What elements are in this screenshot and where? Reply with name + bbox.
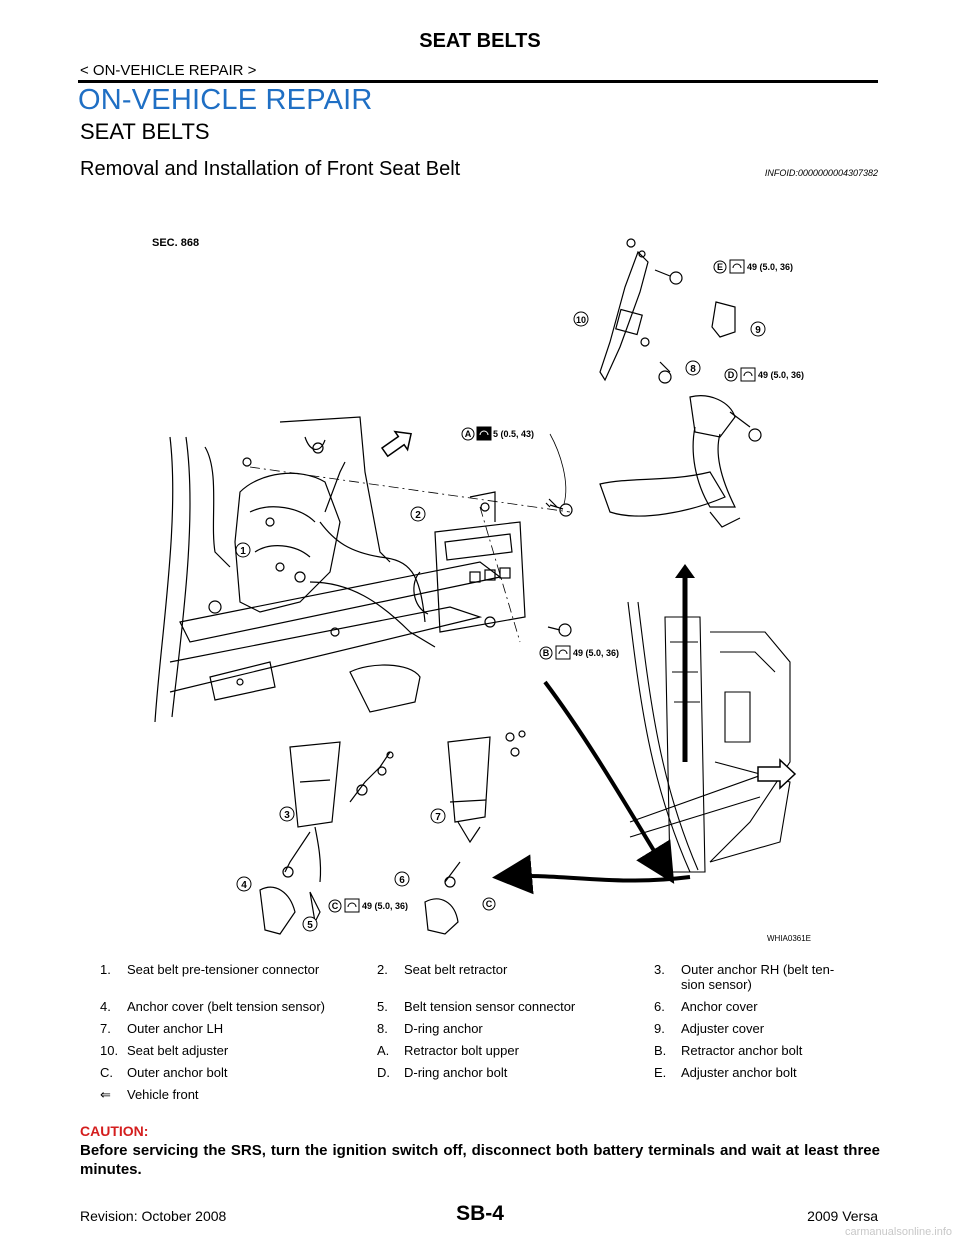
seat-belt-retractor — [413, 491, 526, 633]
callout-4: 4 — [241, 880, 247, 891]
torque-c: 49 (5.0, 36) — [362, 901, 408, 911]
callout-9: 9 — [755, 325, 761, 336]
legend-item: 1.Seat belt pre-tensioner connector — [100, 962, 320, 977]
legend-row: ⇐Vehicle front — [100, 1087, 900, 1110]
caution-text: Before servicing the SRS, turn the ignit… — [80, 1142, 880, 1178]
seat-belt-adjuster — [599, 238, 762, 442]
vehicle-front-arrow-icon — [757, 758, 797, 790]
legend-item: C.Outer anchor bolt — [100, 1065, 228, 1080]
callout-10: 10 — [576, 315, 586, 325]
letter-b: B — [543, 648, 550, 658]
callout-numbers: 1 2 3 4 5 6 7 8 9 10 — [235, 311, 766, 932]
legend-item: 8.D-ring anchor — [377, 1021, 483, 1036]
callout-3: 3 — [284, 810, 290, 821]
torque-wrench-icon — [558, 649, 568, 655]
torque-wrench-icon — [479, 430, 489, 436]
callout-8: 8 — [690, 364, 696, 375]
legend-item: B.Retractor anchor bolt — [654, 1043, 803, 1058]
page-header-title: SEAT BELTS — [419, 30, 541, 52]
legend-item: 7.Outer anchor LH — [100, 1021, 224, 1036]
outer-anchor-rh — [259, 741, 394, 935]
bolt-b-icon — [547, 623, 572, 637]
letter-a: A — [465, 429, 472, 439]
legend-item: 5.Belt tension sensor connector — [377, 999, 576, 1014]
callout-6: 6 — [399, 875, 405, 886]
vehicle-side-view — [627, 601, 791, 873]
legend-row: C.Outer anchor bolt D.D-ring anchor bolt… — [100, 1065, 900, 1087]
footer-model: 2009 Versa — [807, 1208, 878, 1224]
callout-2: 2 — [415, 510, 421, 521]
legend-item: 4.Anchor cover (belt tension sensor) — [100, 999, 325, 1014]
seat-belt-diagram: SEC. 868 — [152, 237, 811, 943]
sec-label: SEC. 868 — [152, 237, 199, 249]
breadcrumb: < ON-VEHICLE REPAIR > — [80, 62, 257, 79]
section-title: ON-VEHICLE REPAIR — [78, 84, 373, 116]
legend-item: 10.Seat belt adjuster — [100, 1043, 229, 1058]
subsection-title: SEAT BELTS — [80, 119, 210, 144]
outer-anchor-lh — [424, 730, 526, 935]
legend-item: E.Adjuster anchor bolt — [654, 1065, 797, 1080]
torque-b: 49 (5.0, 36) — [573, 648, 619, 658]
torque-callouts: E 49 (5.0, 36) D 49 (5.0, 36) A 5 (0.5, … — [328, 259, 804, 913]
caution-label: CAUTION: — [80, 1123, 149, 1139]
direction-arrow-icon — [380, 430, 412, 458]
header-rule — [78, 80, 878, 83]
legend-item: D.D-ring anchor bolt — [377, 1065, 508, 1080]
footer-revision: Revision: October 2008 — [80, 1208, 227, 1224]
topic-title: Removal and Installation of Front Seat B… — [80, 158, 461, 180]
legend-row: 1.Seat belt pre-tensioner connector 2.Se… — [100, 962, 900, 999]
legend-row: 7.Outer anchor LH 8.D-ring anchor 9.Adju… — [100, 1021, 900, 1043]
legend-item: 2.Seat belt retractor — [377, 962, 508, 977]
legend-item: 9.Adjuster cover — [654, 1021, 765, 1036]
legend-row: 4.Anchor cover (belt tension sensor) 5.B… — [100, 999, 900, 1021]
figure-id: WHIA0361E — [767, 934, 811, 943]
body-structure — [154, 416, 502, 723]
legend-row: 10.Seat belt adjuster A.Retractor bolt u… — [100, 1043, 900, 1065]
letter-c: C — [332, 901, 339, 911]
left-arrow-icon: ⇐ — [100, 1087, 111, 1102]
legend-item: A.Retractor bolt upper — [377, 1043, 519, 1058]
torque-wrench-icon — [743, 371, 753, 377]
belt-webbing-upper — [599, 426, 741, 528]
callout-1: 1 — [240, 546, 246, 557]
legend-item: 6.Anchor cover — [654, 999, 758, 1014]
torque-wrench-icon — [347, 902, 357, 908]
letter-c-2: C — [486, 899, 493, 909]
legend-item: 3.Outer anchor RH (belt ten-sion sensor) — [654, 962, 835, 992]
footer-page-number: SB-4 — [456, 1202, 504, 1225]
legend-item: ⇐Vehicle front — [100, 1087, 199, 1102]
torque-a: 5 (0.5, 43) — [493, 429, 534, 439]
torque-wrench-icon — [732, 263, 742, 269]
watermark: carmanualsonline.info — [844, 1226, 952, 1238]
torque-e: 49 (5.0, 36) — [747, 262, 793, 272]
torque-d: 49 (5.0, 36) — [758, 370, 804, 380]
letter-e: E — [717, 262, 723, 272]
legend-table: 1.Seat belt pre-tensioner connector 2.Se… — [100, 962, 900, 1110]
letter-d: D — [728, 370, 735, 380]
callout-7: 7 — [435, 812, 441, 823]
bolt-a-icon — [545, 433, 573, 517]
info-id: INFOID:0000000004307382 — [764, 168, 878, 178]
callout-5: 5 — [307, 920, 313, 931]
